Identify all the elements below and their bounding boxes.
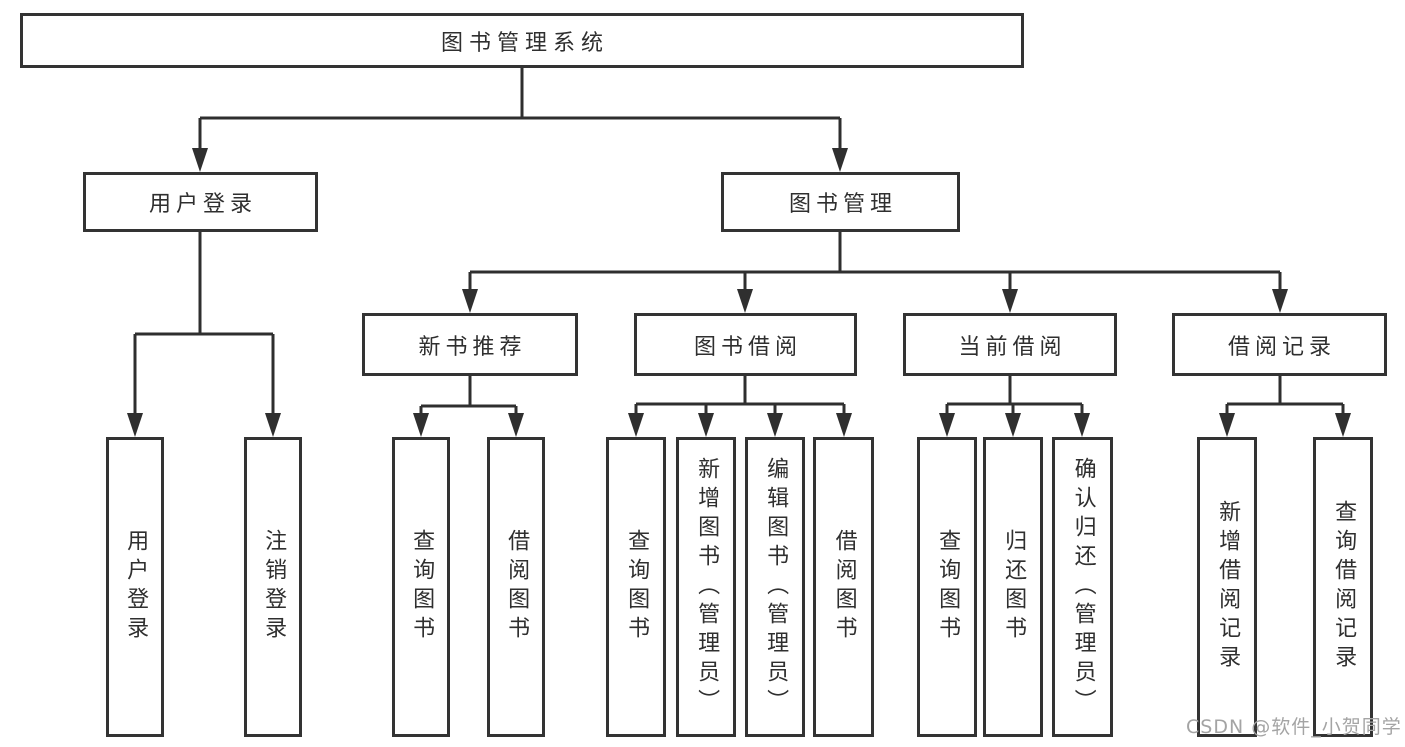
- node-leaf-edit-books-admin: 编辑图书（管理员）: [745, 437, 805, 737]
- node-book-borrowing-label: 图书借阅: [693, 334, 802, 360]
- node-leaf-user-login: 用户登录: [106, 437, 164, 737]
- node-leaf-search-books-borrow: 查询图书: [606, 437, 666, 737]
- node-borrowing-records-label: 借阅记录: [1227, 334, 1336, 360]
- node-leaf-logout: 注销登录: [244, 437, 302, 737]
- leaf-label: 新增借阅记录: [1215, 500, 1241, 674]
- node-leaf-borrow-books: 借阅图书: [813, 437, 874, 737]
- node-new-book-recommend-label: 新书推荐: [418, 334, 527, 360]
- leaf-label: 借阅图书: [831, 529, 857, 645]
- leaf-label: 借阅图书: [504, 529, 530, 645]
- node-new-book-recommend: 新书推荐: [362, 313, 578, 376]
- leaf-label: 归还图书: [1001, 529, 1027, 645]
- leaf-label: 确认归还（管理员）: [1070, 456, 1096, 718]
- node-leaf-add-borrow-record: 新增借阅记录: [1197, 437, 1257, 737]
- node-leaf-search-borrow-record: 查询借阅记录: [1313, 437, 1373, 737]
- leaf-label: 查询借阅记录: [1331, 500, 1357, 674]
- node-leaf-return-books: 归还图书: [983, 437, 1043, 737]
- node-book-management: 图书管理: [721, 172, 960, 232]
- node-leaf-search-books-recommend: 查询图书: [392, 437, 450, 737]
- csdn-watermark: CSDN @软件_小贺同学: [1186, 716, 1402, 738]
- node-leaf-confirm-return-admin: 确认归还（管理员）: [1052, 437, 1113, 737]
- leaf-label: 查询图书: [935, 529, 961, 645]
- node-book-borrowing: 图书借阅: [634, 313, 857, 376]
- node-user-login: 用户登录: [83, 172, 318, 232]
- node-current-borrowing-label: 当前借阅: [958, 334, 1067, 360]
- node-leaf-add-books-admin: 新增图书（管理员）: [676, 437, 736, 737]
- arrowheads: [127, 148, 1351, 437]
- leaf-label: 编辑图书（管理员）: [763, 456, 789, 718]
- node-borrowing-records: 借阅记录: [1172, 313, 1387, 376]
- node-current-borrowing: 当前借阅: [903, 313, 1117, 376]
- node-leaf-borrow-books-recommend: 借阅图书: [487, 437, 545, 737]
- node-library-system-label: 图书管理系统: [440, 30, 609, 56]
- leaf-label: 查询图书: [409, 529, 435, 645]
- leaf-label: 查询图书: [624, 529, 650, 645]
- node-book-management-label: 图书管理: [788, 192, 897, 217]
- node-library-system: 图书管理系统: [20, 13, 1024, 68]
- node-user-login-label: 用户登录: [148, 192, 257, 217]
- node-leaf-search-books-current: 查询图书: [917, 437, 977, 737]
- leaf-label: 新增图书（管理员）: [694, 456, 720, 718]
- leaf-label: 用户登录: [123, 529, 149, 645]
- leaf-label: 注销登录: [261, 529, 287, 645]
